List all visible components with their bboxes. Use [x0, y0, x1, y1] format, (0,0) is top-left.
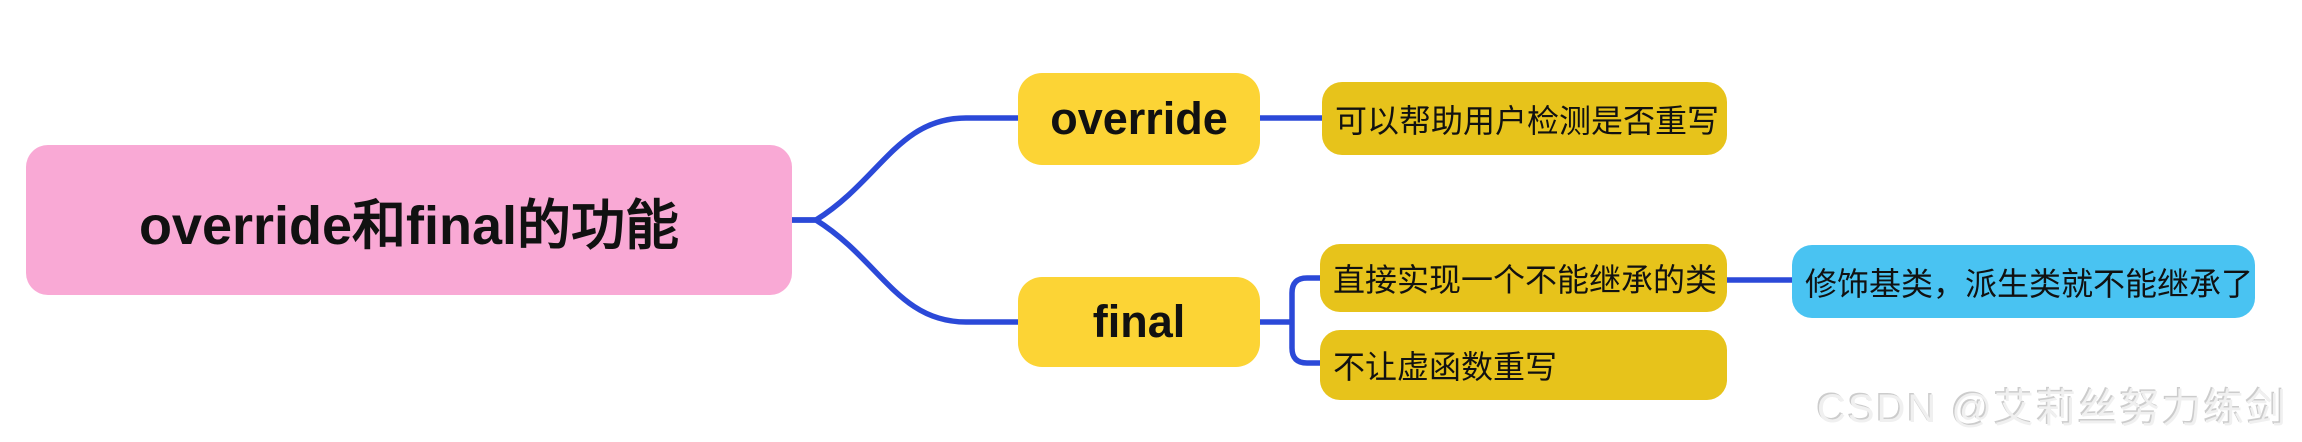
leaf-final-novirtual-label: 不让虚函数重写: [1333, 349, 1558, 385]
leaf-final-noninheritable-label: 直接实现一个不能继承的类: [1333, 262, 1718, 298]
leaf-final-noninheritable-node[interactable]: 直接实现一个不能继承的类: [1320, 244, 1727, 312]
branch-final-label: final: [1092, 296, 1186, 347]
connector-root-to-final: [789, 217, 1021, 325]
connector-root-to-override: [789, 115, 1021, 223]
branch-override-node[interactable]: override: [1018, 73, 1260, 165]
leaf-override-detect-label: 可以帮助用户检测是否重写: [1335, 102, 1720, 139]
leaf-override-detect-node[interactable]: 可以帮助用户检测是否重写: [1322, 82, 1727, 155]
leaf-final-novirtual-node[interactable]: 不让虚函数重写: [1320, 330, 1727, 400]
root-topic-label: override和final的功能: [138, 195, 680, 256]
leaf-basemodify-node[interactable]: 修饰基类，派生类就不能继承了: [1792, 245, 2255, 318]
root-topic-node[interactable]: override和final的功能: [26, 145, 792, 295]
branch-final-node[interactable]: final: [1018, 277, 1260, 367]
leaf-basemodify-label: 修饰基类，派生类就不能继承了: [1805, 265, 2254, 302]
connector-final-bracket: [1257, 275, 1323, 366]
branch-override-label: override: [1050, 93, 1228, 144]
csdn-watermark: CSDN @艾莉丝努力练剑: [1816, 387, 2288, 431]
